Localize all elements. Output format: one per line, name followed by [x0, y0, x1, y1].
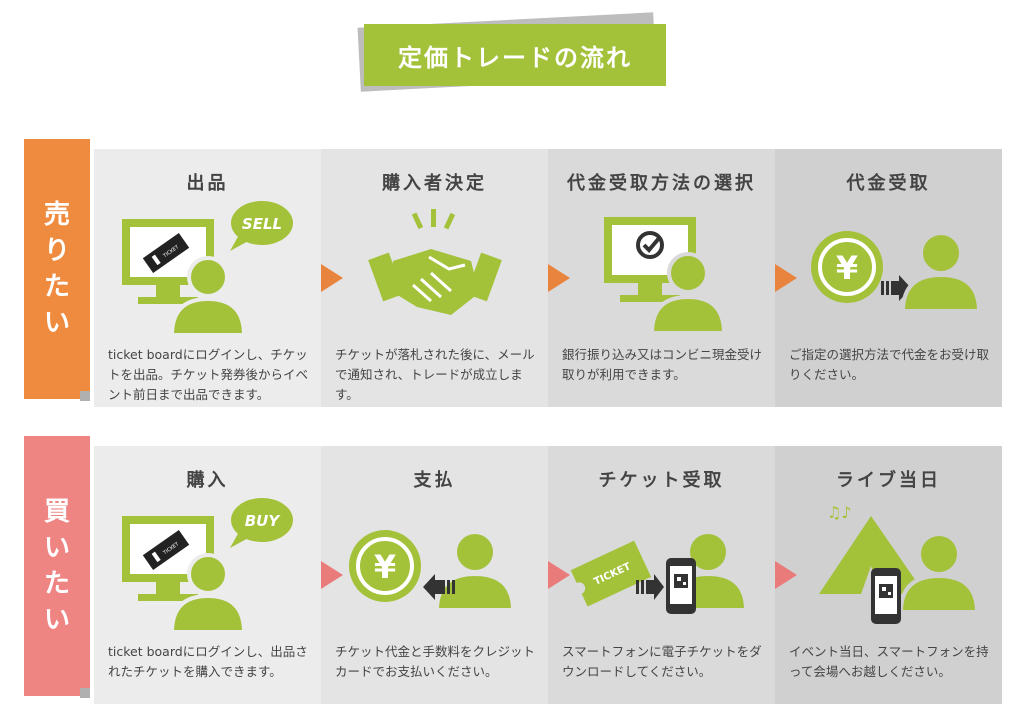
buy-label-char: 買: [43, 497, 70, 527]
next-arrow-icon: [775, 561, 797, 589]
computer-sell-icon: TICKET SELL: [122, 201, 293, 337]
buy-step-pay: 支払 ¥ チケット代金と手数料をクレジットカードでお支払いください。: [321, 446, 570, 704]
label-shadow: [80, 391, 90, 401]
buy-flow-row: 買 い た い 購入 TICKET BUY: [24, 436, 1002, 704]
buy-side-label: 買 い た い: [24, 436, 90, 696]
e-ticket-phone-icon: TICKET: [570, 530, 749, 614]
step-description: スマートフォンに電子チケットをダウンロードしてください。: [562, 644, 762, 679]
page-title: 定価トレードの流れ: [364, 24, 666, 86]
next-arrow-icon: [548, 264, 570, 292]
sell-label-char: り: [43, 236, 70, 266]
sell-step-receive: 代金受取 ¥ ご指定の選択方法で代金をお受け取りください。: [775, 149, 1002, 407]
buy-label-char: い: [43, 605, 70, 635]
sell-label-char: た: [43, 272, 70, 302]
yen-transfer-icon: ¥: [811, 231, 982, 313]
step-description: チケット代金と手数料をクレジットカードでお支払いください。: [335, 644, 536, 679]
yen-text: ¥: [836, 249, 858, 287]
sell-bubble-text: SELL: [242, 215, 282, 233]
buy-steps: 購入 TICKET BUY ticket boardにログインし、出品されたチケ…: [94, 446, 1002, 704]
venue-phone-icon: ♫♪: [819, 503, 980, 624]
step-description: 銀行振り込み又はコンビニ現金受け取りが利用できます。: [562, 347, 763, 382]
step-title: ライブ当日: [836, 470, 941, 491]
buy-bubble-text: BUY: [245, 512, 282, 530]
step-description: ticket boardにログインし、チケットを出品。チケット発券後からイベント…: [108, 347, 309, 402]
step-title: 購入者決定: [382, 173, 487, 194]
music-note-icon: ♫♪: [827, 503, 852, 522]
buy-label-char: い: [43, 533, 70, 563]
computer-buy-icon: TICKET BUY: [122, 498, 293, 634]
step-description: ticket boardにログインし、出品されたチケットを購入できます。: [108, 644, 308, 679]
buy-step-receive-ticket: チケット受取 TICKET スマートフォンに電子チケットをダウ: [548, 446, 797, 704]
sell-step-payment-method: 代金受取方法の選択 銀行振り込み又はコンビニ現金受け取りが利用できます。: [548, 149, 797, 407]
step-description: ご指定の選択方法で代金をお受け取りください。: [789, 347, 990, 382]
step-title: 支払: [413, 470, 456, 491]
sell-step-list: 出品 TICKET SELL ticket boardにログインし、チケットを出…: [94, 149, 343, 407]
sell-label-char: 売: [43, 200, 70, 230]
buy-step-purchase: 購入 TICKET BUY ticket boardにログインし、出品されたチケ…: [94, 446, 343, 704]
next-arrow-icon: [321, 561, 343, 589]
yen-text: ¥: [374, 548, 396, 586]
step-description: イベント当日、スマートフォンを持って会場へお越しください。: [789, 644, 989, 679]
step-title: 購入: [186, 470, 229, 491]
step-description: チケットが落札された後に、メールで通知され、トレードが成立します。: [335, 347, 535, 402]
label-shadow: [80, 688, 90, 698]
step-title: 代金受取方法の選択: [567, 173, 756, 194]
sell-step-buyer: 購入者決定 チケットが落札された後に、メールで通知され、トレードが成: [321, 149, 570, 407]
yen-payment-icon: ¥: [349, 530, 516, 612]
next-arrow-icon: [321, 264, 343, 292]
step-title: 出品: [186, 173, 229, 194]
computer-check-icon: [604, 217, 727, 335]
handshake-icon: [368, 209, 502, 315]
title-banner: 定価トレードの流れ: [355, 12, 685, 96]
sell-label-char: い: [43, 308, 70, 338]
sell-side-label: 売 り た い: [24, 139, 90, 399]
step-title: チケット受取: [598, 470, 725, 491]
sell-flow-row: 売 り た い 出品 TICKET SELL: [24, 139, 1002, 407]
next-arrow-icon: [548, 561, 570, 589]
buy-step-live-day: ライブ当日 ♫♪ イベント当日、スマートフォンを持って会場へお越しください。: [775, 446, 1002, 704]
buy-label-char: た: [43, 569, 70, 599]
step-title: 代金受取: [846, 173, 931, 194]
sell-steps: 出品 TICKET SELL ticket boardにログインし、チケットを出…: [94, 149, 1002, 407]
next-arrow-icon: [775, 264, 797, 292]
